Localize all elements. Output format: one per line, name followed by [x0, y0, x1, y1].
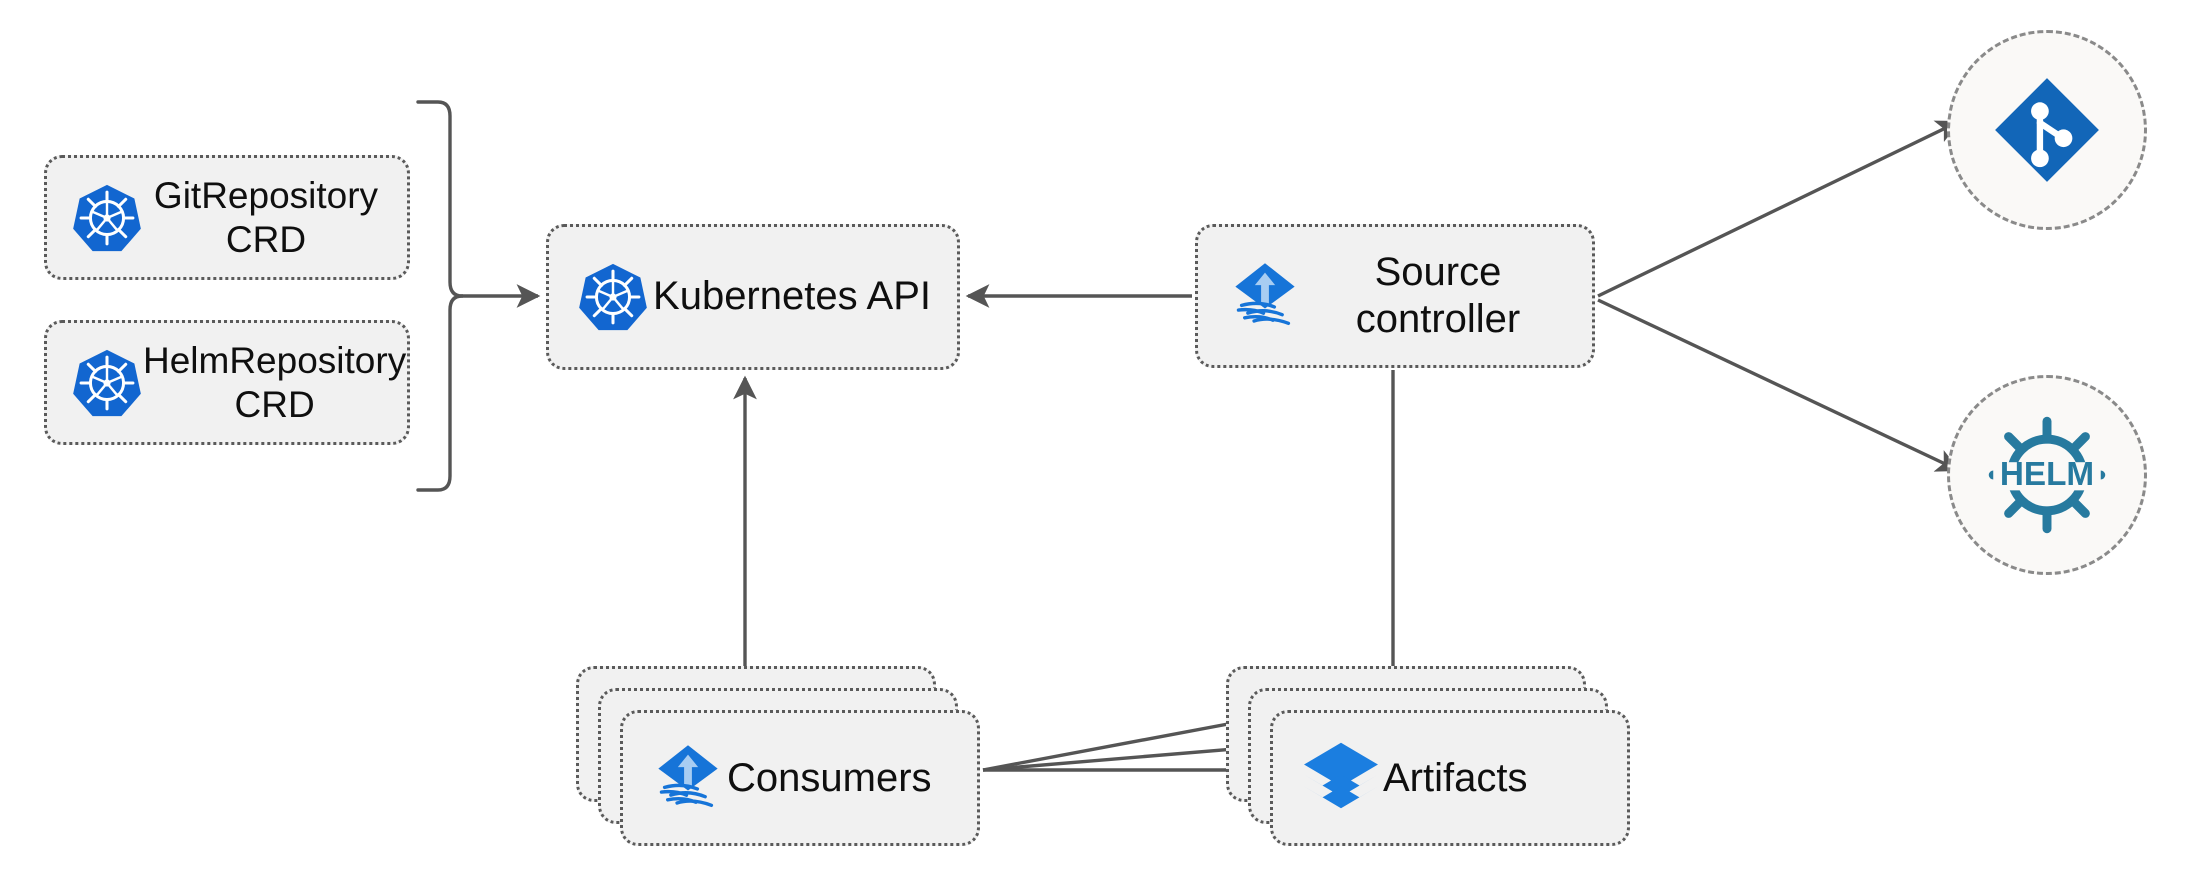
node-label: Artifacts [1383, 755, 1528, 800]
node-label: Source controller [1355, 249, 1521, 341]
node-consumers-stack[interactable]: Consumers [576, 666, 980, 846]
consumers-layer-front[interactable]: Consumers [620, 710, 980, 846]
node-gitrepository-crd[interactable]: GitRepository CRD [44, 155, 410, 280]
node-label: GitRepository CRD [153, 174, 379, 260]
edge-consumers-to-artifacts-1 [982, 710, 1263, 772]
edge-source-controller-to-helm [1597, 298, 1961, 472]
helm-icon: HELM [1988, 416, 2106, 534]
node-helmrepository-crd[interactable]: HelmRepository CRD [44, 320, 410, 445]
git-icon [1995, 78, 2099, 182]
edge-source-controller-to-git [1597, 120, 1961, 298]
crd-group-brace [416, 100, 464, 492]
node-label: HelmRepository CRD [143, 339, 407, 425]
node-source-controller[interactable]: Source controller [1195, 224, 1595, 368]
node-label: Consumers [727, 755, 932, 800]
kubernetes-icon [579, 263, 647, 331]
flux-icon [658, 745, 718, 808]
node-kubernetes-api[interactable]: Kubernetes API [546, 224, 960, 370]
external-helm-repository[interactable]: HELM [1947, 375, 2147, 575]
external-git-repository[interactable] [1947, 30, 2147, 230]
flux-icon [1235, 263, 1295, 326]
layers-icon [1304, 742, 1378, 809]
kubernetes-icon [73, 184, 141, 251]
kubernetes-icon [73, 349, 141, 416]
helm-wordmark: HELM [2000, 456, 2094, 493]
node-label: Kubernetes API [653, 274, 931, 319]
node-artifacts-stack[interactable]: Artifacts [1226, 666, 1630, 846]
artifacts-layer-front[interactable]: Artifacts [1270, 710, 1630, 846]
